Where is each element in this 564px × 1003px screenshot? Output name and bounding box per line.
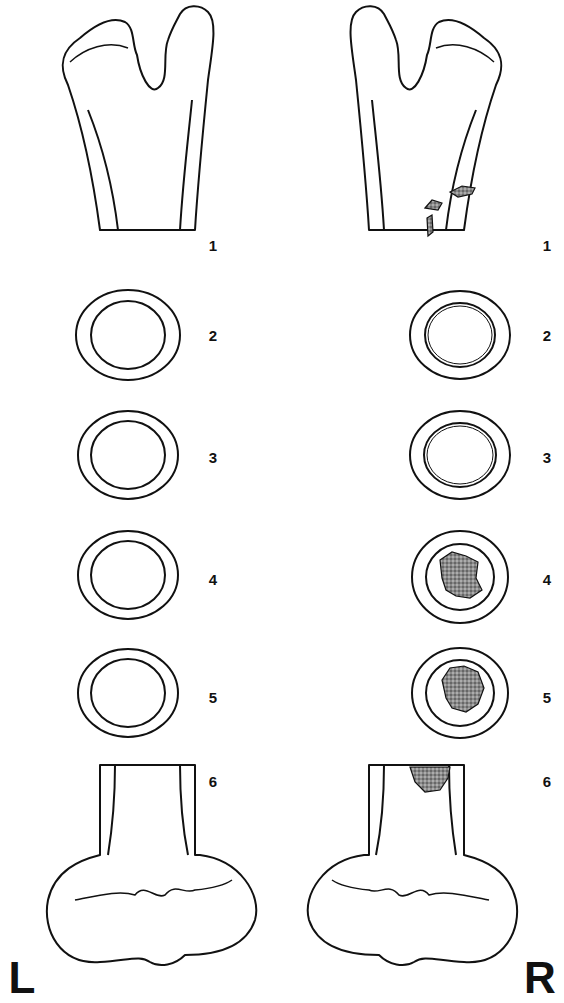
section-number: 4 [543,572,551,587]
section-number: 5 [209,690,217,705]
section-number: 4 [209,572,217,587]
section-number: 2 [543,328,551,343]
section-number: 3 [543,450,551,465]
femur-outline [47,6,256,965]
side-label: R [524,956,556,1000]
section-number: 5 [543,690,551,705]
side-label: L [9,956,36,1000]
femur-outline [308,6,517,965]
section-number: 6 [209,774,217,789]
section-number: 2 [209,328,217,343]
section-number: 6 [543,774,551,789]
section-number: 3 [209,450,217,465]
cross-section [76,290,510,738]
lesion-patch [410,186,484,792]
section-number: 1 [543,238,551,253]
section-number: 1 [209,238,217,253]
